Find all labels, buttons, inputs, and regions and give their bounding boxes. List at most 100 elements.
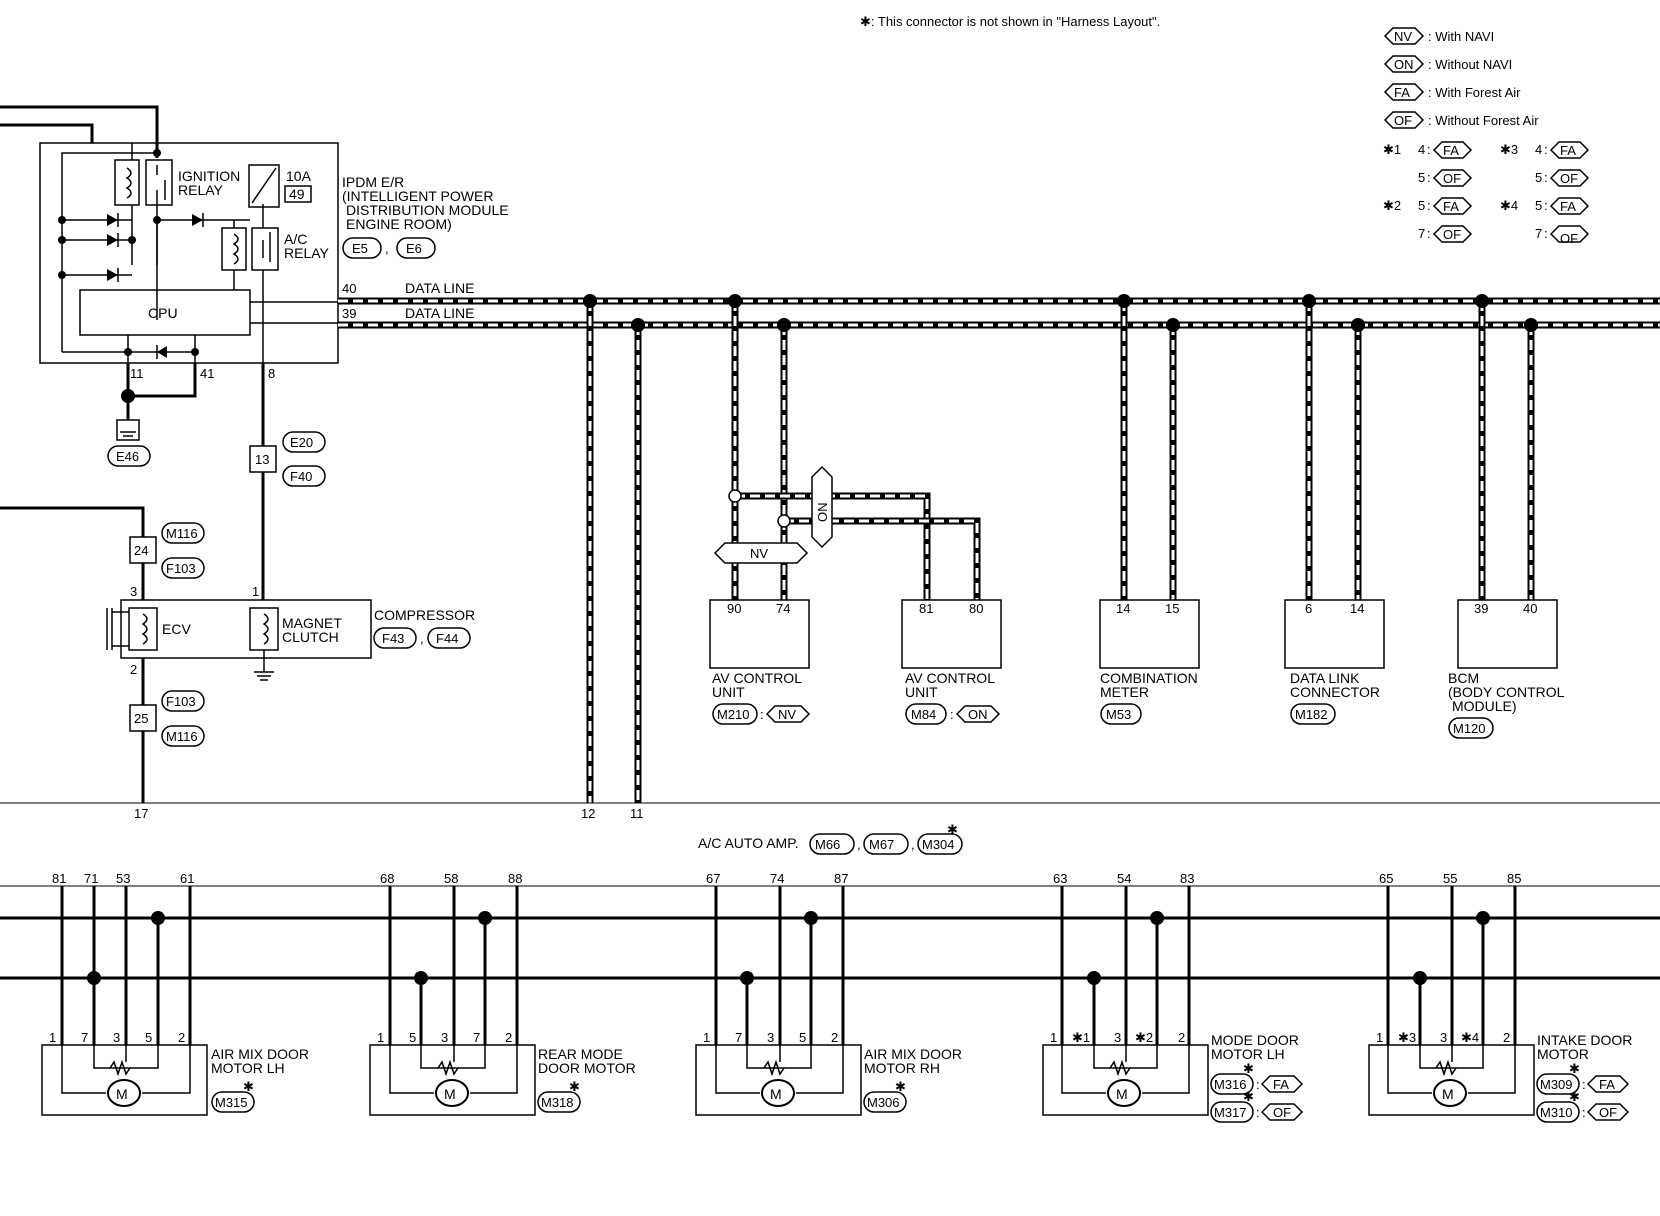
svg-text::: :	[1256, 1077, 1260, 1092]
svg-text:M318: M318	[541, 1095, 574, 1110]
svg-text:E20: E20	[290, 435, 313, 450]
svg-text:,: ,	[857, 837, 861, 852]
svg-text:15: 15	[1165, 601, 1179, 616]
legend-item-nv: NV : With NAVI	[1383, 27, 1494, 45]
legend-item-on: ON : Without NAVI	[1383, 55, 1512, 73]
svg-text:14: 14	[1350, 601, 1364, 616]
svg-text::: :	[1427, 226, 1431, 241]
can-bus: ON NV	[338, 294, 1660, 803]
svg-text:67: 67	[706, 871, 720, 886]
ac-relay-contact	[251, 227, 279, 271]
motor-bus	[0, 916, 1660, 980]
svg-text:63: 63	[1053, 871, 1067, 886]
ipdm-er: IGNITION RELAY 10A 49 A/C RELAY CPU IPDM…	[39, 142, 509, 381]
svg-text:8: 8	[268, 366, 275, 381]
ipdm-outline	[39, 142, 339, 364]
svg-text:FA: FA	[1394, 85, 1410, 100]
joint-13: 13 E20 F40	[249, 363, 326, 600]
svg-text::: :	[1427, 170, 1431, 185]
svg-text:M116: M116	[166, 526, 198, 541]
svg-text:5: 5	[1418, 170, 1425, 185]
svg-text:OF: OF	[1560, 171, 1578, 186]
svg-text:E5: E5	[352, 241, 368, 256]
ignition-relay-contact	[145, 159, 173, 206]
motor-rear-mode: 68 58 88 1 5 3 7 2 M REAR MODE DOOR MOTO…	[369, 871, 636, 1116]
svg-text:M309: M309	[1540, 1077, 1573, 1092]
incoming-wires	[0, 105, 159, 158]
svg-text:2: 2	[178, 1030, 185, 1045]
svg-text:39: 39	[342, 306, 356, 321]
svg-text:61: 61	[180, 871, 194, 886]
svg-text:17: 17	[134, 806, 148, 821]
data-line-label-39: DATA LINE	[405, 305, 475, 321]
svg-text::: :	[1427, 142, 1431, 157]
svg-text:ON: ON	[815, 503, 830, 523]
svg-text:81: 81	[919, 601, 933, 616]
svg-text:M306: M306	[867, 1095, 900, 1110]
svg-text:F40: F40	[290, 469, 312, 484]
svg-text:✱: ✱	[1243, 1089, 1254, 1104]
svg-text:11: 11	[130, 366, 144, 381]
svg-text:CLUTCH: CLUTCH	[282, 629, 339, 645]
svg-text:F44: F44	[436, 631, 458, 646]
svg-text:M210: M210	[717, 707, 750, 722]
svg-text:OF: OF	[1443, 171, 1461, 186]
cpu-box	[79, 289, 251, 336]
svg-text:MODULE): MODULE)	[1452, 698, 1517, 714]
svg-text:1: 1	[377, 1030, 384, 1045]
svg-text::: :	[1544, 226, 1548, 241]
svg-text:M67: M67	[869, 837, 894, 852]
svg-text:M84: M84	[911, 707, 936, 722]
svg-text:M: M	[770, 1086, 782, 1102]
can-unit-combination-meter: 14 15 COMBINATION METER M53	[1099, 599, 1200, 725]
data-line-label-40: DATA LINE	[405, 280, 475, 296]
svg-text:M315: M315	[215, 1095, 248, 1110]
ac-auto-amp: 17 12 11 A/C AUTO AMP. M66 , M67 , M304 …	[0, 802, 1660, 887]
ipdm-title-1: IPDM E/R	[342, 174, 404, 190]
svg-text:METER: METER	[1100, 684, 1149, 700]
svg-text:FA: FA	[1443, 199, 1459, 214]
can-unit-bcm: 39 40 BCM (BODY CONTROL MODULE) M120	[1448, 599, 1565, 739]
svg-text:INTAKE DOOR: INTAKE DOOR	[1537, 1032, 1632, 1048]
svg-text:4: 4	[1535, 142, 1542, 157]
can-drop-bcm	[1475, 294, 1538, 600]
svg-text:✱1: ✱1	[1383, 142, 1401, 157]
footnote: ✱: This connector is not shown in "Harne…	[860, 14, 1160, 29]
svg-text:E6: E6	[406, 241, 422, 256]
svg-text:,: ,	[385, 241, 389, 256]
svg-text::: :	[950, 707, 954, 722]
svg-text:24: 24	[134, 543, 148, 558]
svg-text:MAGNET: MAGNET	[282, 615, 342, 631]
svg-text:3: 3	[113, 1030, 120, 1045]
ecv-coil	[128, 607, 158, 651]
svg-text:(BODY CONTROL: (BODY CONTROL	[1448, 684, 1565, 700]
svg-text::: :	[1582, 1105, 1586, 1120]
connector-e5	[342, 237, 382, 259]
compressor: ECV MAGNET CLUTCH 3 2 1 COMPRESSOR F43 ,…	[106, 584, 475, 681]
star-note-1: ✱1 4 : FA 5 : OF	[1383, 141, 1473, 187]
connector-e46	[107, 445, 151, 467]
svg-text:2: 2	[505, 1030, 512, 1045]
svg-text:80: 80	[969, 601, 983, 616]
svg-text:DOOR MOTOR: DOOR MOTOR	[538, 1060, 636, 1076]
svg-text:5: 5	[1535, 198, 1542, 213]
svg-text:✱1: ✱1	[1072, 1030, 1090, 1045]
legend: NV : With NAVI ON : Without NAVI FA : Wi…	[1383, 27, 1539, 129]
can-unit-av-nv: 90 74 AV CONTROL UNIT M210 : NV	[709, 599, 811, 725]
svg-text::: :	[1544, 198, 1548, 213]
compressor-title: COMPRESSOR	[374, 607, 475, 623]
svg-text:F103: F103	[166, 561, 196, 576]
star-notes: ✱1 4 : FA 5 : OF ✱2 5 : FA 7 : OF ✱3 4 :…	[1383, 141, 1590, 246]
svg-text:M116: M116	[166, 729, 198, 744]
svg-text:5: 5	[1535, 170, 1542, 185]
svg-text:M53: M53	[1106, 707, 1131, 722]
ipdm-title-4: ENGINE ROOM)	[346, 216, 452, 232]
svg-text:OF: OF	[1273, 1105, 1291, 1120]
star-note-2: ✱2 5 : FA 7 : OF	[1383, 197, 1473, 243]
svg-text:M316: M316	[1214, 1077, 1247, 1092]
svg-text:UNIT: UNIT	[712, 684, 745, 700]
joint-24: 24 M116 F103	[0, 506, 205, 600]
svg-text:3: 3	[767, 1030, 774, 1045]
svg-text:5: 5	[799, 1030, 806, 1045]
svg-text:FA: FA	[1599, 1077, 1615, 1092]
